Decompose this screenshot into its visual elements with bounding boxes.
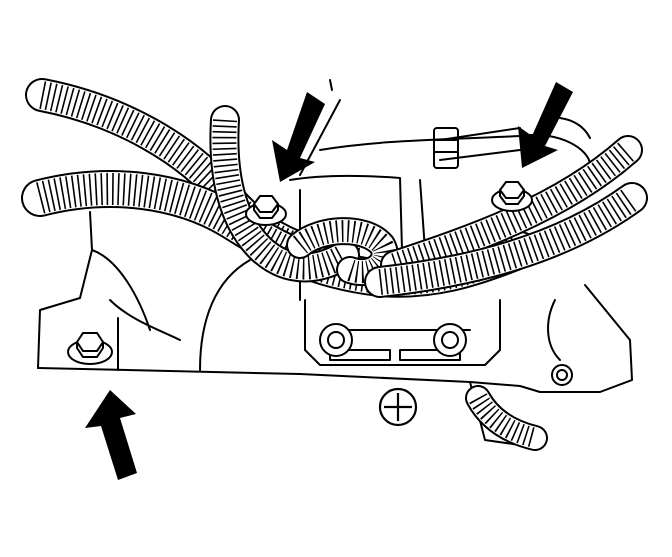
conduit-lower-right <box>465 385 548 451</box>
bolt-upper-right <box>491 181 533 212</box>
arrow-upper-left-bolt <box>272 92 325 182</box>
bolt-upper-left <box>245 195 287 226</box>
bracket-bosses <box>319 323 573 386</box>
circle-cross-icon <box>378 387 418 427</box>
wiring-harness <box>21 78 648 451</box>
conduit-vertical <box>209 105 360 283</box>
arrow-lower-left-bolt <box>85 390 137 480</box>
conduit-right-upper <box>380 135 643 280</box>
bolt-lower-left <box>67 332 113 365</box>
conduit-right-lower <box>364 182 648 298</box>
arrow-upper-right-bolt <box>518 82 573 168</box>
